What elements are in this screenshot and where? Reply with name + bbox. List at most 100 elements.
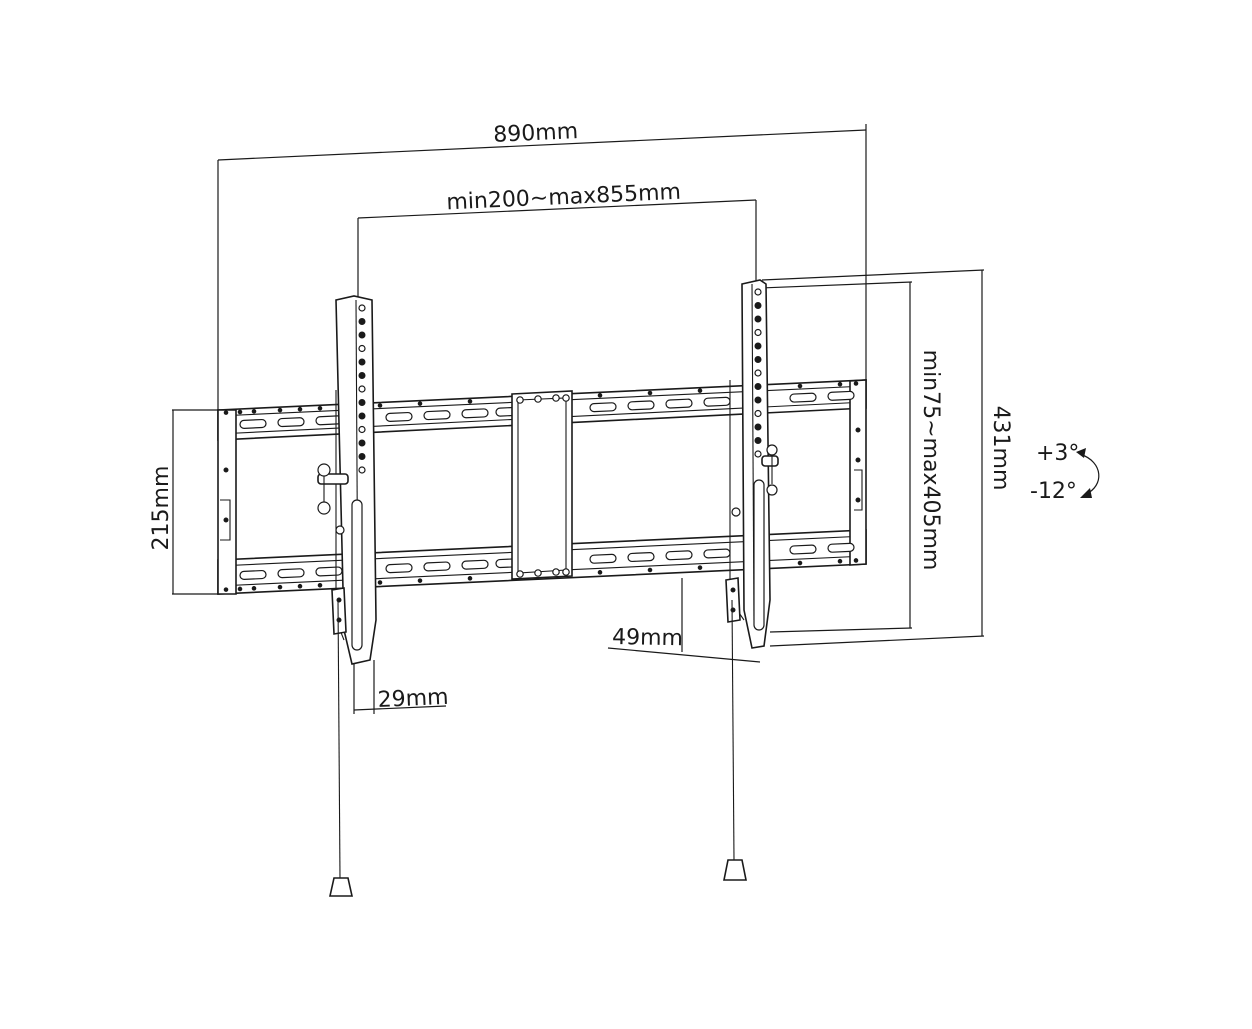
arm-hole xyxy=(358,318,366,325)
rail-hole xyxy=(297,583,303,589)
arm-hole xyxy=(358,399,366,406)
rail-hole xyxy=(855,497,861,503)
rail-slot xyxy=(385,411,413,422)
center-bracket-hole xyxy=(552,568,560,576)
arm-hole xyxy=(754,423,762,431)
rail-slot xyxy=(665,550,693,561)
rail-hole xyxy=(297,406,303,412)
tilt-arrow-icon xyxy=(1079,453,1100,495)
right-pull-handle-icon xyxy=(723,859,747,881)
label-tilt-down: -12° xyxy=(1030,479,1077,504)
arm-hole xyxy=(754,315,762,323)
rail-hole xyxy=(251,409,257,414)
left-pull-cord xyxy=(329,599,353,897)
arm-hole xyxy=(358,344,366,353)
rail-hole xyxy=(467,399,473,404)
rail-hole xyxy=(277,407,283,413)
arm-hole xyxy=(754,383,762,390)
rail-slot xyxy=(627,400,655,411)
dimension-vesa-height: min75~max405mm xyxy=(759,281,943,633)
label-tilt-up: +3° xyxy=(1036,441,1079,466)
arm-hole xyxy=(754,396,762,404)
rail-slot xyxy=(827,390,855,401)
center-bracket-hole xyxy=(534,569,542,577)
rail-slot xyxy=(703,396,731,407)
rail-hole xyxy=(237,409,243,415)
arm-hole xyxy=(754,409,762,418)
rail-hole xyxy=(417,401,423,406)
right-arm-holes xyxy=(731,288,762,517)
center-bracket-hole xyxy=(534,395,542,403)
label-vesa-height: min75~max405mm xyxy=(918,350,943,571)
tilt-arrowhead-down-icon xyxy=(1080,488,1092,498)
rail-slot xyxy=(665,398,693,409)
arm-hole xyxy=(358,358,366,366)
dimension-overall-height: 431mm xyxy=(761,269,1013,647)
label-vesa-width: min200~max855mm xyxy=(446,180,682,216)
arm-hole xyxy=(358,425,366,434)
left-side-bracket xyxy=(217,409,237,595)
rail-slot xyxy=(239,418,267,429)
right-lock-knob-icon xyxy=(761,444,779,496)
rail-hole xyxy=(223,467,229,473)
rail-slots xyxy=(239,390,855,580)
rail-hole xyxy=(223,517,229,523)
rail-hole xyxy=(317,582,323,588)
center-bracket-hole xyxy=(562,394,570,402)
center-bracket-hole xyxy=(516,570,524,578)
arm-hole xyxy=(358,412,366,420)
rail-slot xyxy=(277,417,305,428)
label-overall-height: 431mm xyxy=(988,406,1013,491)
rail-hole xyxy=(837,381,843,387)
left-arm xyxy=(317,295,377,665)
rail-hole xyxy=(697,388,703,393)
label-wall-depth: 49mm xyxy=(612,625,683,651)
rail-slot xyxy=(315,566,343,577)
rail-slot xyxy=(627,552,655,563)
arm-hole xyxy=(358,331,366,339)
dimension-arm-width: 29mm xyxy=(353,660,449,714)
rail-hole xyxy=(377,403,383,408)
arm-hole xyxy=(358,372,366,379)
arm-hole xyxy=(754,288,762,296)
arm-hole xyxy=(358,439,366,447)
arm-hole xyxy=(335,525,345,535)
left-arm-holes xyxy=(335,304,366,535)
rail-slot xyxy=(789,544,817,555)
rail-hole xyxy=(697,565,703,570)
dimension-rail-height: 215mm xyxy=(149,409,220,595)
rail-hole xyxy=(853,558,859,563)
rail-slot xyxy=(589,553,617,564)
rail-hole xyxy=(797,560,803,566)
arm-hole xyxy=(358,466,366,474)
arm-hole xyxy=(754,342,762,350)
arm-hole xyxy=(754,437,762,444)
rail-hole xyxy=(855,457,861,463)
tilt-indicator: +3° -12° xyxy=(1030,441,1100,504)
rail-hole xyxy=(277,584,283,590)
rail-hole xyxy=(237,586,243,592)
dimension-vesa-width: min200~max855mm xyxy=(357,180,757,298)
center-bracket-hole xyxy=(552,394,560,402)
center-bracket-hole xyxy=(516,396,524,404)
rail-hole xyxy=(417,578,423,583)
rail-slot xyxy=(277,568,305,579)
rail-slot xyxy=(589,402,617,413)
arm-hole xyxy=(358,304,366,312)
rail-slot xyxy=(703,548,731,559)
label-rail-height: 215mm xyxy=(149,466,174,551)
rail-slot xyxy=(423,561,451,572)
dimension-overall-width: 890mm xyxy=(217,119,867,410)
rail-hole xyxy=(467,576,473,581)
arm-hole xyxy=(754,369,762,377)
arm-hole xyxy=(754,356,762,363)
center-bracket xyxy=(511,390,573,580)
dimension-wall-depth: 49mm xyxy=(607,578,761,663)
rail-slot xyxy=(423,410,451,421)
center-bracket-hole xyxy=(562,568,570,576)
arm-hole xyxy=(754,328,762,337)
rail-hole xyxy=(855,427,861,433)
rail-hole xyxy=(597,393,603,398)
right-pull-cord xyxy=(723,599,747,881)
